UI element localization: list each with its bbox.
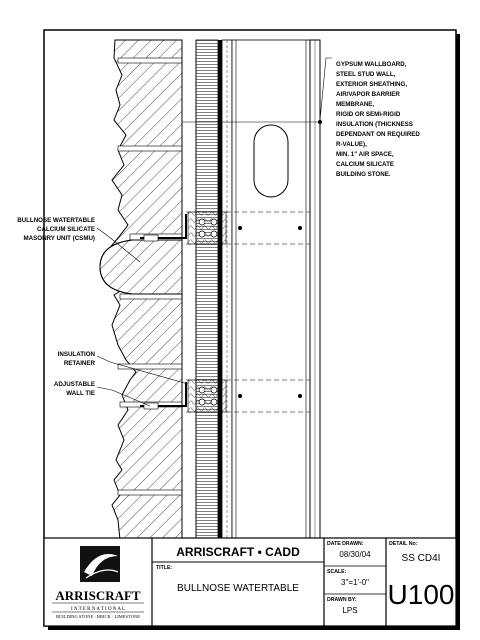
svg-text:ARRISCRAFT: ARRISCRAFT [55,588,141,603]
note-line: GYPSUM WALLBOARD, [336,61,407,68]
mortar-joint [117,57,183,64]
note-line: AIR/VAPOR BARRIER [336,91,400,98]
note-line: CALCIUM SILICATE [336,161,394,168]
svg-text:BULLNOSE WATERTABLE: BULLNOSE WATERTABLE [17,217,95,224]
svg-text:CALCIUM SILICATE: CALCIUM SILICATE [37,226,95,233]
svg-text:WALL TIE: WALL TIE [66,390,95,397]
note-line: R-VALUE), [336,141,367,148]
mortar-joint [119,293,183,300]
rigid-insulation [195,39,219,541]
note-line: MIN. 1" AIR SPACE, [336,151,394,158]
title-block: ARRISCRAFT I N T E R N A T I O N A L BUI… [43,537,457,627]
svg-text:INSULATION: INSULATION [58,351,96,358]
callout-bullnose: BULLNOSE WATERTABLE CALCIUM SILICATE MAS… [17,217,95,242]
note-line: EXTERIOR SHEATHING, [336,81,407,88]
note-line: MEMBRANE, [336,101,374,108]
mortar-joint [117,363,183,370]
svg-text:ADJUSTABLE: ADJUSTABLE [54,381,95,388]
bullnose-unit-hatch [99,239,183,295]
drawn-by-value: LPS [342,606,357,615]
note-line: STEEL STUD WALL, [336,71,396,78]
note-line: INSULATION (THICKNESS [336,121,413,128]
drawn-by-label: DRAWN BY: [327,597,357,603]
air-vapor-barrier [218,40,222,540]
scale-label: SCALE: [327,569,347,575]
svg-text:RETAINER: RETAINER [64,360,96,367]
scale-value: 3"=1'-0" [341,578,369,587]
title-label: TITLE: [156,565,172,571]
svg-text:BUILDING STONE · BRICK · LIMES: BUILDING STONE · BRICK · LIMESTONE [56,614,140,619]
mortar-joint [117,145,183,152]
steel-stud [231,39,311,541]
detail-code: SS CD4I [402,553,441,564]
detail-number: U100 [388,579,455,610]
drawing-title: BULLNOSE WATERTABLE [177,583,299,594]
note-line: RIGID OR SEMI-RIGID [336,111,401,118]
callout-insulation-retainer: INSULATION RETAINER [58,351,96,367]
wall-assembly [181,39,322,541]
date-value: 08/30/04 [339,550,371,559]
callout-adjustable-wall-tie: ADJUSTABLE WALL TIE [54,381,95,397]
mortar-joint [117,489,183,496]
detail-label: DETAIL No: [389,541,418,547]
svg-text:I N T E R N A T I O N A L: I N T E R N A T I O N A L [71,607,125,612]
date-label: DATE DRAWN: [327,541,364,547]
stud-knockout [253,124,289,198]
leader-lines [96,57,332,407]
company-name: ARRISCRAFT • CADD [176,545,300,559]
note-line: DEPENDANT ON REQUIRED [336,131,420,138]
arriscraft-logo: ARRISCRAFT I N T E R N A T I O N A L BUI… [52,546,144,619]
note-line: BUILDING STONE. [336,171,391,178]
notes-block: GYPSUM WALLBOARD, STEEL STUD WALL, EXTER… [336,61,420,178]
svg-text:MASONRY UNIT (CSMU): MASONRY UNIT (CSMU) [24,235,96,242]
wall-tie-upper [140,211,227,245]
wall-tie-lower [140,379,227,413]
